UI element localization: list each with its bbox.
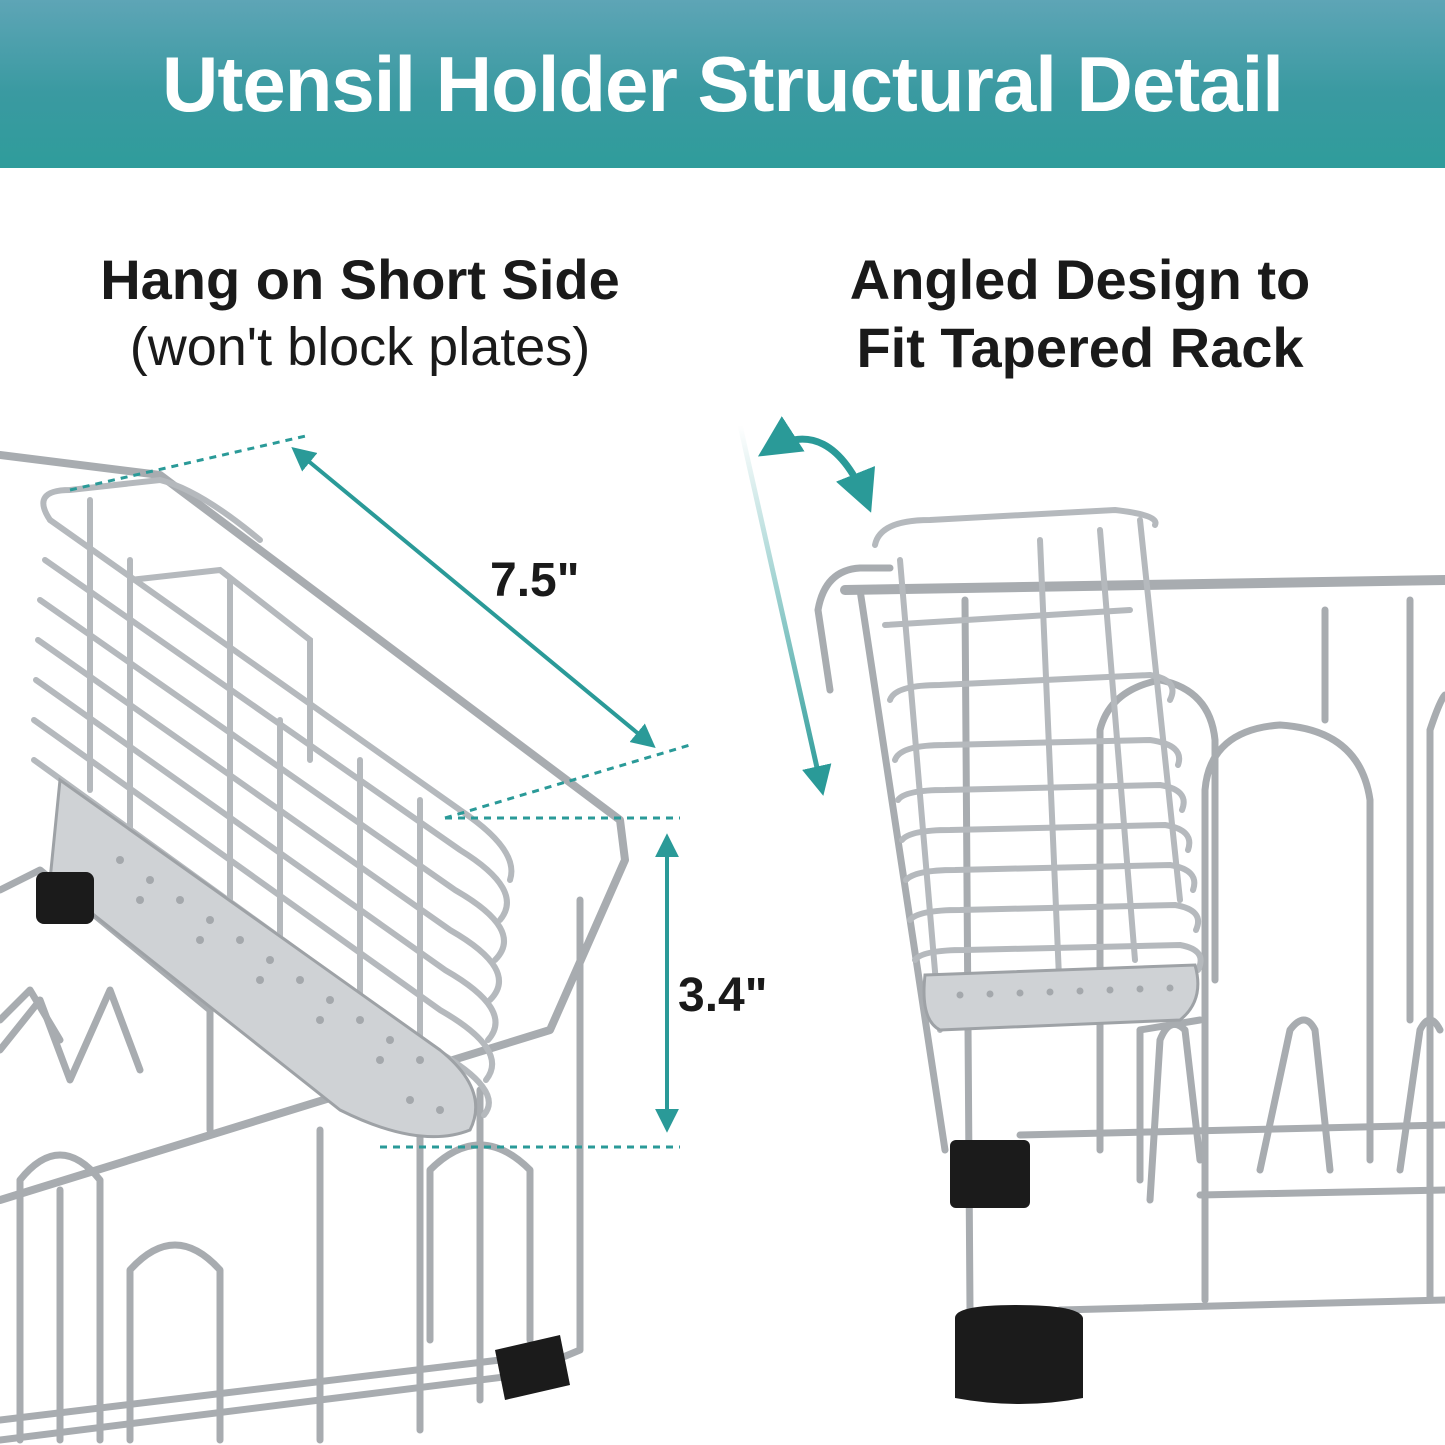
left-heading: Hang on Short Side — [100, 248, 620, 311]
left-foot-2 — [495, 1335, 570, 1400]
right-heading-line1: Angled Design to — [849, 248, 1311, 311]
banner-title: Utensil Holder Structural Detail — [162, 39, 1284, 128]
right-foot-rear — [950, 1140, 1030, 1208]
left-caption: Hang on Short Side (won't block plates) — [40, 246, 680, 380]
left-foot-1 — [36, 872, 94, 924]
right-caption: Angled Design to Fit Tapered Rack — [780, 246, 1380, 382]
right-perforation-dots — [956, 984, 1174, 999]
left-perforation-dots — [116, 856, 444, 1114]
length-dimension-label: 7.5" — [490, 554, 580, 607]
length-guide-bottom — [444, 743, 691, 820]
right-holder-perforated-base — [922, 963, 1200, 1032]
left-subheading: (won't block plates) — [129, 317, 591, 377]
right-utensil-holder — [872, 506, 1204, 1033]
right-heading-line2: Fit Tapered Rack — [856, 316, 1304, 379]
angle-indicator-line — [737, 424, 832, 796]
title-banner: Utensil Holder Structural Detail — [0, 0, 1445, 168]
left-holder-perforated-base — [48, 777, 478, 1139]
right-foot-front — [955, 1305, 1083, 1404]
length-guide-top — [69, 433, 311, 492]
length-arrow — [291, 446, 656, 749]
height-dimension-label: 3.4" — [678, 969, 768, 1022]
angle-rotation-arrow — [757, 416, 876, 513]
